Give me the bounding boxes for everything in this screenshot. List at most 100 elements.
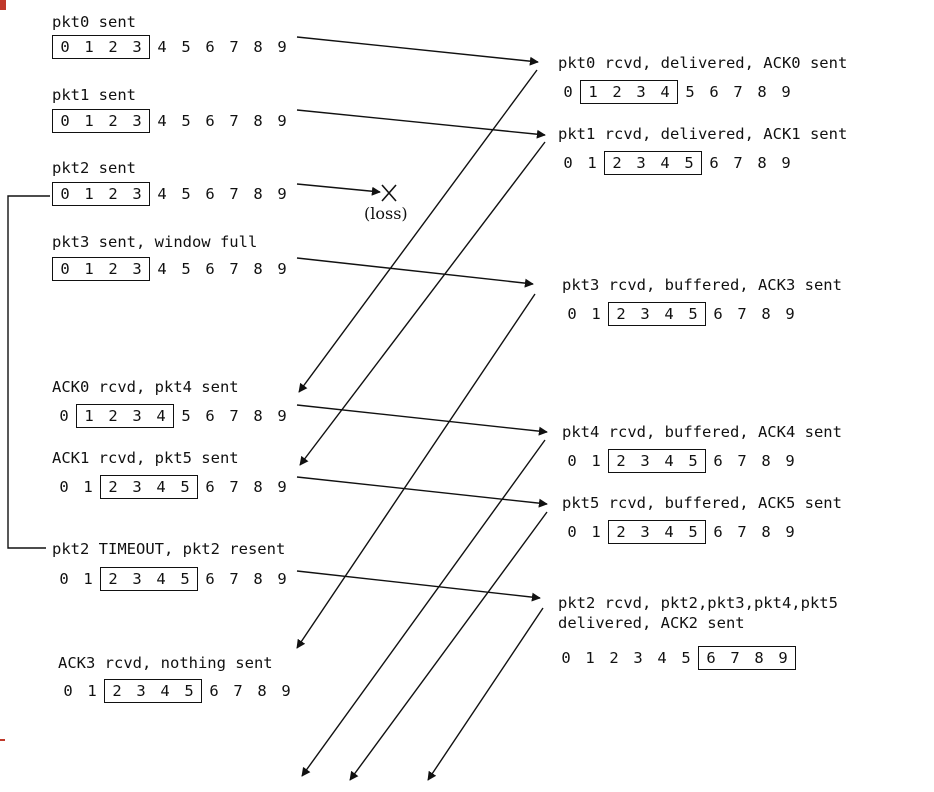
seq-number: 1 [588,83,598,101]
seq-number: 1 [84,38,94,56]
seq-number: 9 [785,523,795,541]
seq-number: 4 [156,478,166,496]
receiver-caption: pkt5 rcvd, buffered, ACK5 sent [562,494,842,512]
seq-number: 6 [205,260,215,278]
seq-number: 7 [229,38,239,56]
seq-number: 1 [84,185,94,203]
seq-number: 4 [156,570,166,588]
sender-caption: pkt1 sent [52,86,136,104]
seq-number: 1 [585,649,595,667]
seq-number: 9 [277,112,287,130]
receiver-caption-line2: delivered, ACK2 sent [558,614,745,632]
seq-number: 9 [281,682,291,700]
seq-number: 2 [616,305,626,323]
seq-number: 3 [132,260,142,278]
seq-number: 1 [84,260,94,278]
seq-number: 0 [59,570,69,588]
receiver-caption: pkt3 rcvd, buffered, ACK3 sent [562,276,842,294]
seq-number: 8 [754,649,764,667]
seq-number: 6 [706,649,716,667]
seq-number: 2 [108,185,118,203]
receiver-caption: pkt1 rcvd, delivered, ACK1 sent [558,125,848,143]
seq-number: 8 [761,452,771,470]
seq-number: 6 [205,570,215,588]
seq-number: 4 [156,407,166,425]
seq-number: 0 [561,649,571,667]
pkt2-timer-bracket [7,195,50,549]
seq-number: 3 [132,478,142,496]
receiver-event-3: pkt4 rcvd, buffered, ACK4 sent [562,422,842,442]
seq-number: 1 [83,570,93,588]
seq-number: 1 [83,478,93,496]
sender-event-3: pkt3 sent, window full [52,232,257,252]
seq-number: 4 [157,38,167,56]
seq-number: 5 [688,523,698,541]
seq-number: 0 [59,478,69,496]
seq-number: 0 [567,305,577,323]
seq-number: 2 [108,570,118,588]
receiver-event-5: pkt2 rcvd, pkt2,pkt3,pkt4,pkt5 delivered… [558,593,838,633]
seq-number: 9 [277,38,287,56]
seq-number: 6 [205,112,215,130]
seq-number: 7 [229,112,239,130]
seq-number: 7 [730,649,740,667]
sender-caption: ACK1 rcvd, pkt5 sent [52,449,239,467]
seq-number: 7 [737,523,747,541]
seq-number: 5 [681,649,691,667]
seq-number: 2 [609,649,619,667]
pkt2-resent-arrow [296,570,541,602]
seq-number: 7 [733,83,743,101]
seq-number: 5 [180,570,190,588]
seq-number: 7 [733,154,743,172]
seq-number: 6 [709,83,719,101]
sender-event-2: pkt2 sent [52,158,136,178]
sender-caption: pkt0 sent [52,13,136,31]
seq-number: 3 [132,112,142,130]
seq-number: 6 [713,452,723,470]
seq-number: 0 [60,112,70,130]
seq-number: 1 [591,523,601,541]
receiver-caption: pkt2 rcvd, pkt2,pkt3,pkt4,pkt5 [558,594,838,612]
seq-number: 7 [233,682,243,700]
seq-number: 8 [253,185,263,203]
sender-event-1: pkt1 sent [52,85,136,105]
seq-number: 8 [253,260,263,278]
pkt4-arrow [296,404,548,436]
seq-number: 3 [132,570,142,588]
seq-number: 2 [108,112,118,130]
seq-number: 0 [567,523,577,541]
seq-number: 0 [563,83,573,101]
seq-number: 7 [737,305,747,323]
seq-number: 2 [108,260,118,278]
seq-number: 1 [591,305,601,323]
seq-number: 7 [229,570,239,588]
seq-number: 5 [181,185,191,203]
seq-number: 5 [181,112,191,130]
seq-number: 5 [685,83,695,101]
edge-mark-top [0,0,6,10]
seq-number: 0 [563,154,573,172]
seq-number: 5 [684,154,694,172]
seq-number: 4 [660,154,670,172]
seq-number: 3 [132,185,142,203]
edge-mark-bottom [0,739,5,741]
seq-number: 3 [640,452,650,470]
seq-number: 4 [160,682,170,700]
seq-number: 8 [761,305,771,323]
pkt2-lost-arrow [296,183,381,196]
seq-number: 6 [205,185,215,203]
seq-number: 8 [253,407,263,425]
seq-number: 5 [688,452,698,470]
seq-number: 8 [757,154,767,172]
